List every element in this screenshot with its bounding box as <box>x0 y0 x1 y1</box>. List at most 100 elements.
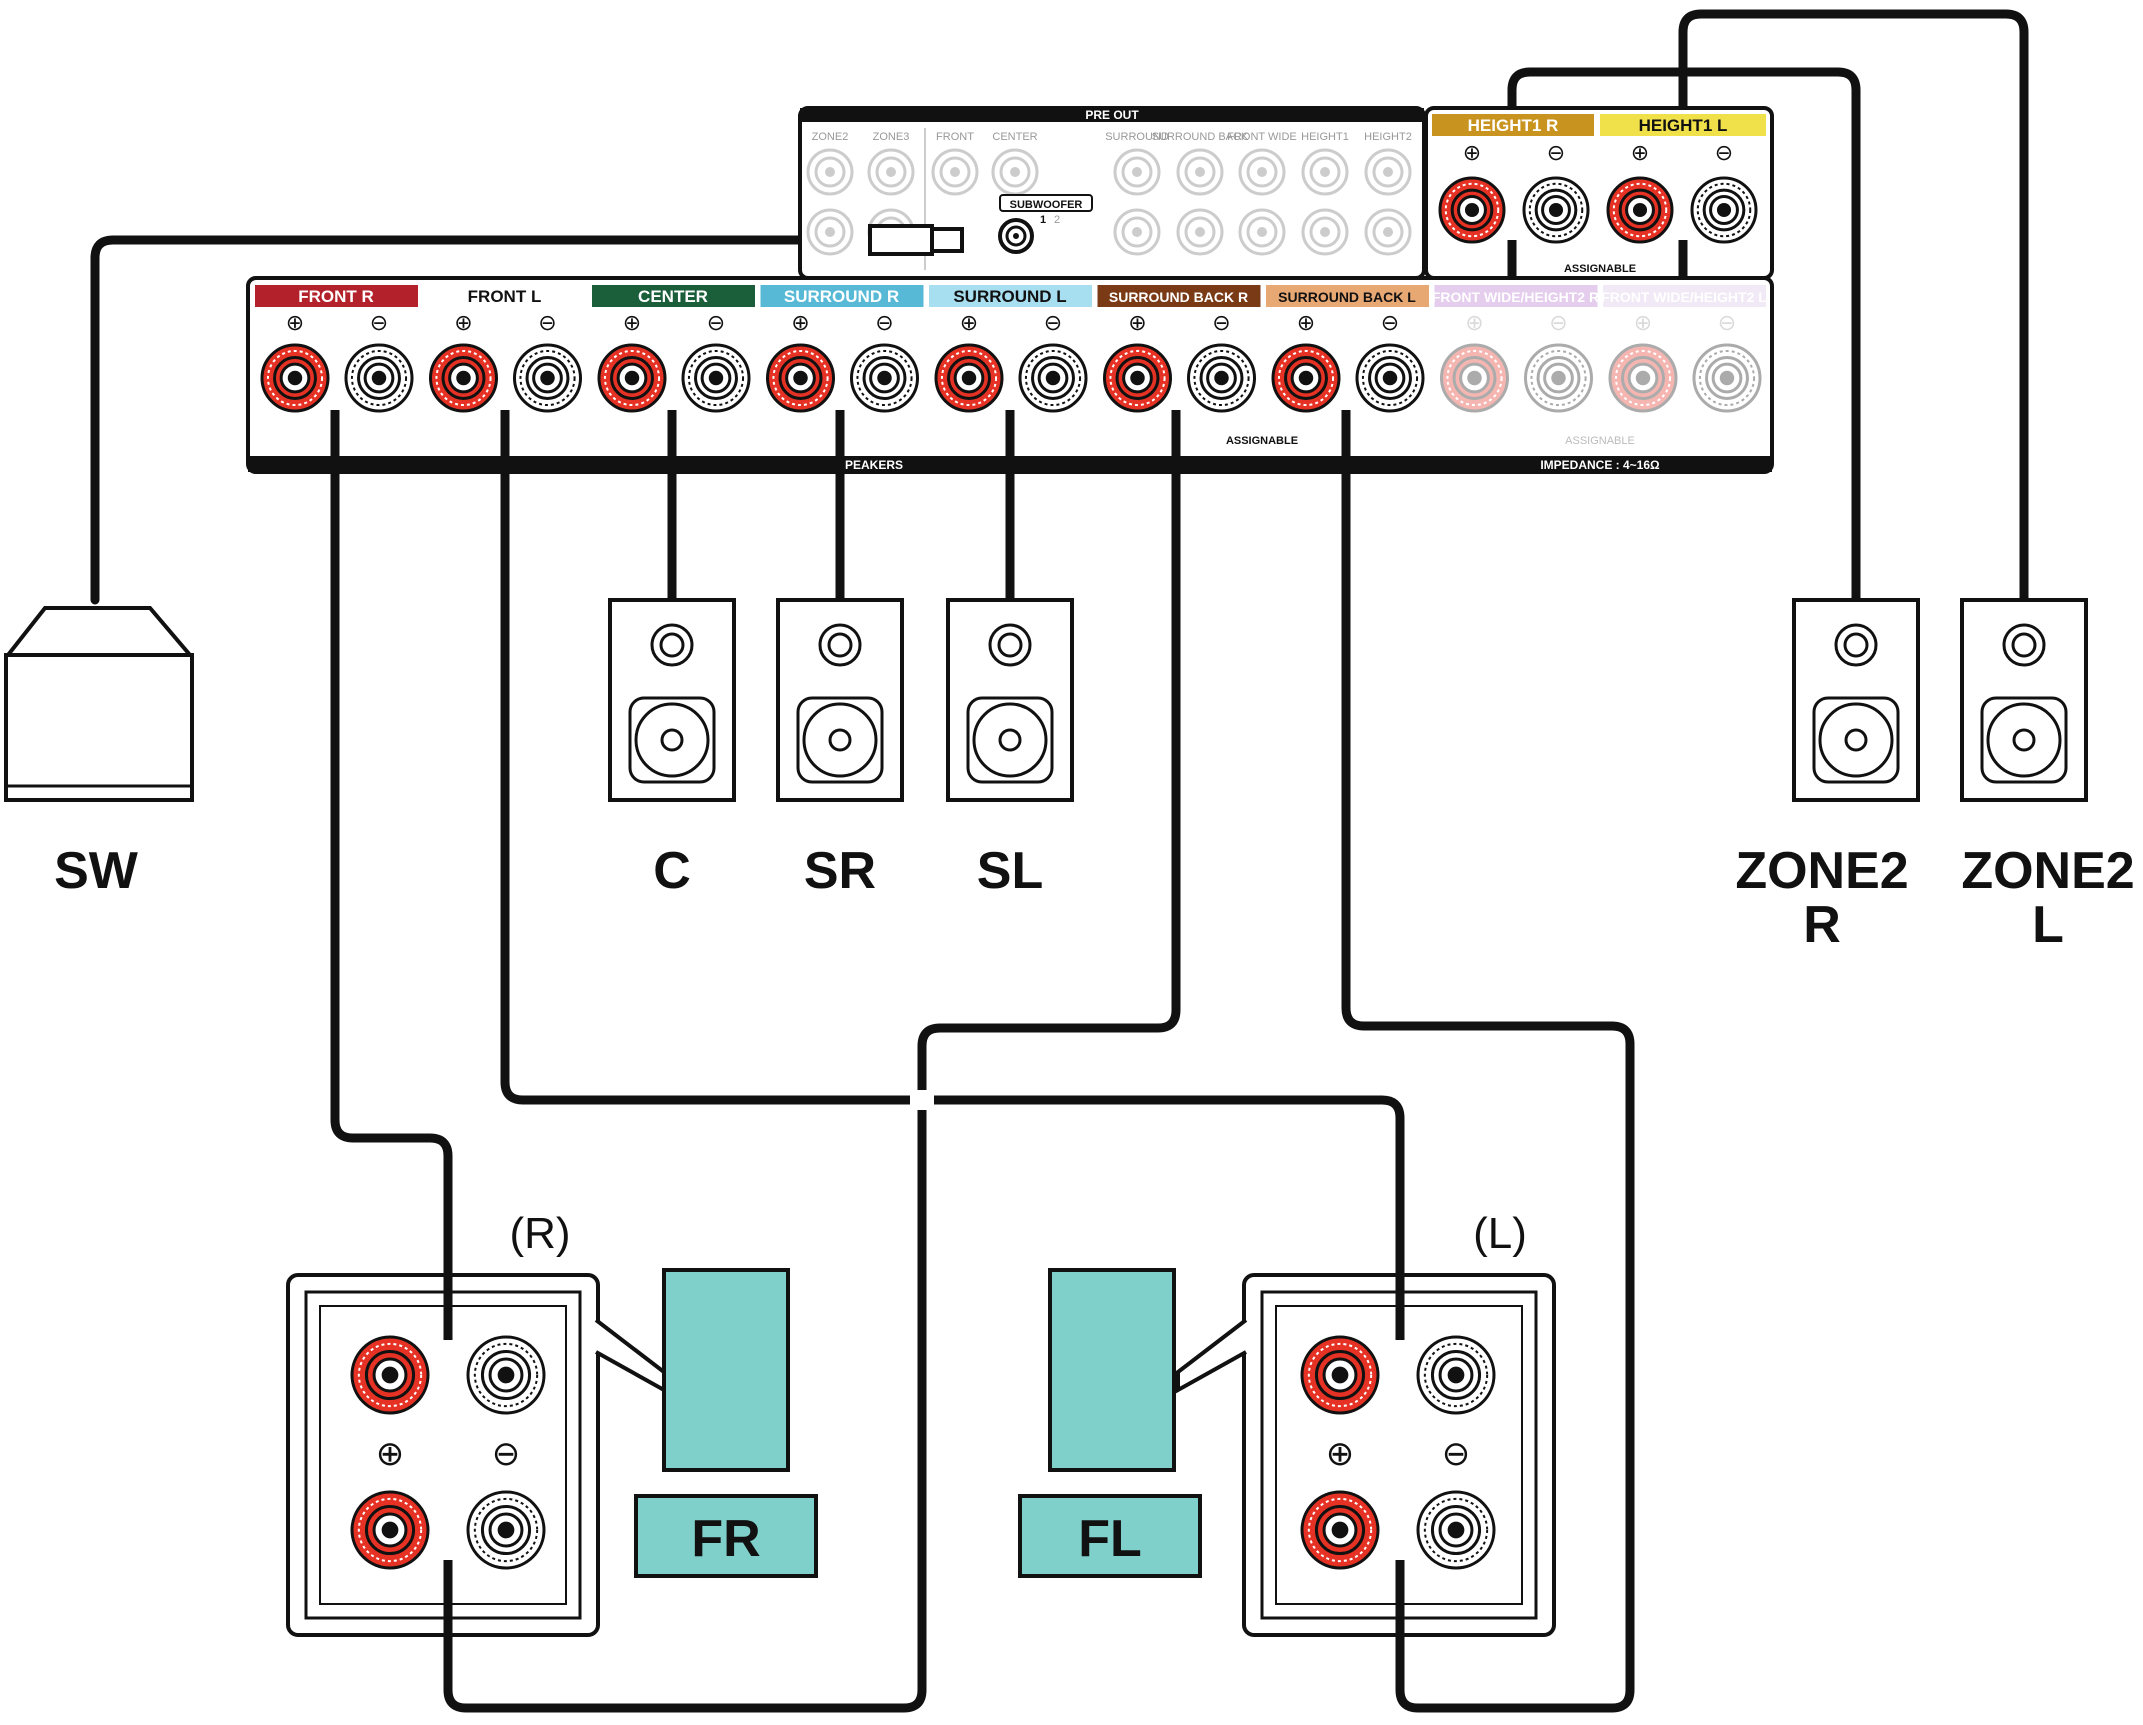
front-right-detail: (R) FR ⊕ ⊖ <box>286 1209 818 1637</box>
plus-terminal <box>1608 343 1678 413</box>
plus-terminal <box>429 343 498 413</box>
zone2-r-label-bottom: R <box>1803 896 1841 954</box>
channel-tab-label: SURROUND BACK R <box>1109 289 1248 305</box>
channel-tab-label: SURROUND BACK L <box>1278 289 1416 305</box>
minus-terminal <box>466 1490 546 1570</box>
wires <box>90 9 2029 1713</box>
pre-out-title: PRE OUT <box>1085 108 1139 122</box>
channel-tab: SURROUND L ⊕ ⊖ <box>929 285 1092 335</box>
rca-jack <box>1364 148 1412 196</box>
rca-jack <box>1176 208 1224 256</box>
height1-r-tab: HEIGHT1 R <box>1468 116 1559 135</box>
pre-out-column-label: SURROUND BACK <box>1152 131 1249 143</box>
plus-sign: ⊕ <box>1465 310 1483 335</box>
speaker-cabinet <box>946 598 1074 802</box>
minus-terminal <box>513 343 582 413</box>
plus-sign: ⊕ <box>1128 310 1146 335</box>
plus-terminal <box>350 1335 430 1415</box>
rca-jack <box>806 208 854 256</box>
plus-terminal <box>350 1490 430 1570</box>
subwoofer-cable <box>90 235 875 605</box>
rca-plug <box>868 218 1034 256</box>
channel-tab: SURROUND BACK R ⊕ ⊖ <box>1097 285 1261 335</box>
plus-terminal <box>1103 343 1172 413</box>
subwoofer-num-2: 2 <box>1054 214 1060 226</box>
minus-terminal <box>1355 343 1425 413</box>
minus-terminal <box>1690 176 1758 244</box>
minus-sign: ⊖ <box>538 310 556 335</box>
pre-out-column-label: FRONT <box>936 131 974 143</box>
plus-terminal <box>1300 1490 1380 1570</box>
zone2-l-wire <box>1678 9 2029 605</box>
speaker-cabinet <box>1792 598 1920 802</box>
minus-terminal <box>1416 1335 1496 1415</box>
minus-sign: ⊖ <box>1718 310 1736 335</box>
height1-assignable: ASSIGNABLE <box>1564 263 1636 275</box>
pre-out-jacks <box>806 148 1412 256</box>
speakers-label: SPEAKERS <box>837 458 903 472</box>
zone2-r-label-top: ZONE2 <box>1735 842 1908 900</box>
pre-out-column-label: CENTER <box>992 131 1037 143</box>
minus-sign: ⊖ <box>875 310 893 335</box>
minus-sign: ⊖ <box>492 1435 521 1473</box>
minus-terminal <box>1187 343 1256 413</box>
speaker-terminal-panel: FRONT R⊕⊖FRONT L⊕⊖CENTER⊕⊖SURROUND R⊕⊖SU… <box>246 276 1774 474</box>
height1-l-tab: HEIGHT1 L <box>1639 116 1728 135</box>
l-paren-label: (L) <box>1473 1209 1527 1258</box>
pre-out-column-label: SURROUND <box>1105 131 1169 143</box>
plus-terminal <box>766 343 835 413</box>
rca-jack <box>1238 208 1286 256</box>
fl-label: FL <box>1078 1510 1142 1568</box>
rca-jack <box>806 148 854 196</box>
minus-sign: ⊖ <box>1212 310 1230 335</box>
minus-terminal <box>850 343 919 413</box>
minus-terminal <box>1416 1490 1496 1570</box>
plus-terminal <box>1440 343 1509 413</box>
pre-out-column-label: HEIGHT2 <box>1364 131 1412 143</box>
channel-tabs: FRONT R⊕⊖FRONT L⊕⊖CENTER⊕⊖SURROUND R⊕⊖SU… <box>255 285 1767 335</box>
rca-jack <box>1301 148 1349 196</box>
plus-terminal <box>1300 1335 1380 1415</box>
surround-back-l-wire <box>1341 405 1635 1713</box>
minus-terminal <box>1524 343 1593 413</box>
rca-jack <box>1238 148 1286 196</box>
pre-out-column-label: HEIGHT1 <box>1301 131 1349 143</box>
plus-sign: ⊕ <box>1326 1435 1355 1473</box>
plus-terminal <box>1271 343 1341 413</box>
small-speakers <box>608 598 2088 1454</box>
sw-label: SW <box>54 842 139 900</box>
plus-terminal <box>260 343 330 413</box>
minus-terminal <box>1522 176 1590 244</box>
pre-out-column-label: ZONE3 <box>873 131 910 143</box>
rca-jack <box>991 148 1039 196</box>
height1-panel: HEIGHT1 R HEIGHT1 L ⊕ ⊖ ⊕ ⊖ ASSIGNABLE <box>1424 106 1774 280</box>
front-r-wire-a <box>330 405 453 1345</box>
plus-terminal <box>597 343 667 413</box>
channel-tab: CENTER⊕⊖ <box>592 285 755 335</box>
wire-cross-gaps <box>910 1090 934 1110</box>
fr-label: FR <box>691 1510 760 1568</box>
rca-jack <box>867 148 915 196</box>
rca-jack <box>1113 148 1161 196</box>
speaker-cabinet <box>608 598 736 802</box>
channel-tab-label: SURROUND L <box>953 287 1066 306</box>
minus-sign: ⊖ <box>1547 140 1565 165</box>
channel-tab: SURROUND R⊕⊖ <box>760 285 924 335</box>
subwoofer-label: SUBWOOFER <box>1010 199 1083 211</box>
minus-sign: ⊖ <box>1549 310 1567 335</box>
channel-tab: SURROUND BACK L⊕⊖ <box>1266 285 1429 335</box>
sr-label: SR <box>804 842 876 900</box>
speaker-cabinet <box>1960 598 2088 802</box>
zone2-l-label-top: ZONE2 <box>1961 842 2134 900</box>
minus-sign: ⊖ <box>1044 310 1062 335</box>
plus-sign: ⊕ <box>623 310 641 335</box>
plus-sign: ⊕ <box>1463 140 1481 165</box>
channel-tab: FRONT WIDE/HEIGHT2 L⊕⊖ <box>1601 285 1767 335</box>
sl-label: SL <box>977 842 1043 900</box>
impedance-label: IMPEDANCE : 4~16Ω <box>1540 458 1660 472</box>
plus-sign: ⊕ <box>960 310 978 335</box>
rca-jack <box>1113 208 1161 256</box>
